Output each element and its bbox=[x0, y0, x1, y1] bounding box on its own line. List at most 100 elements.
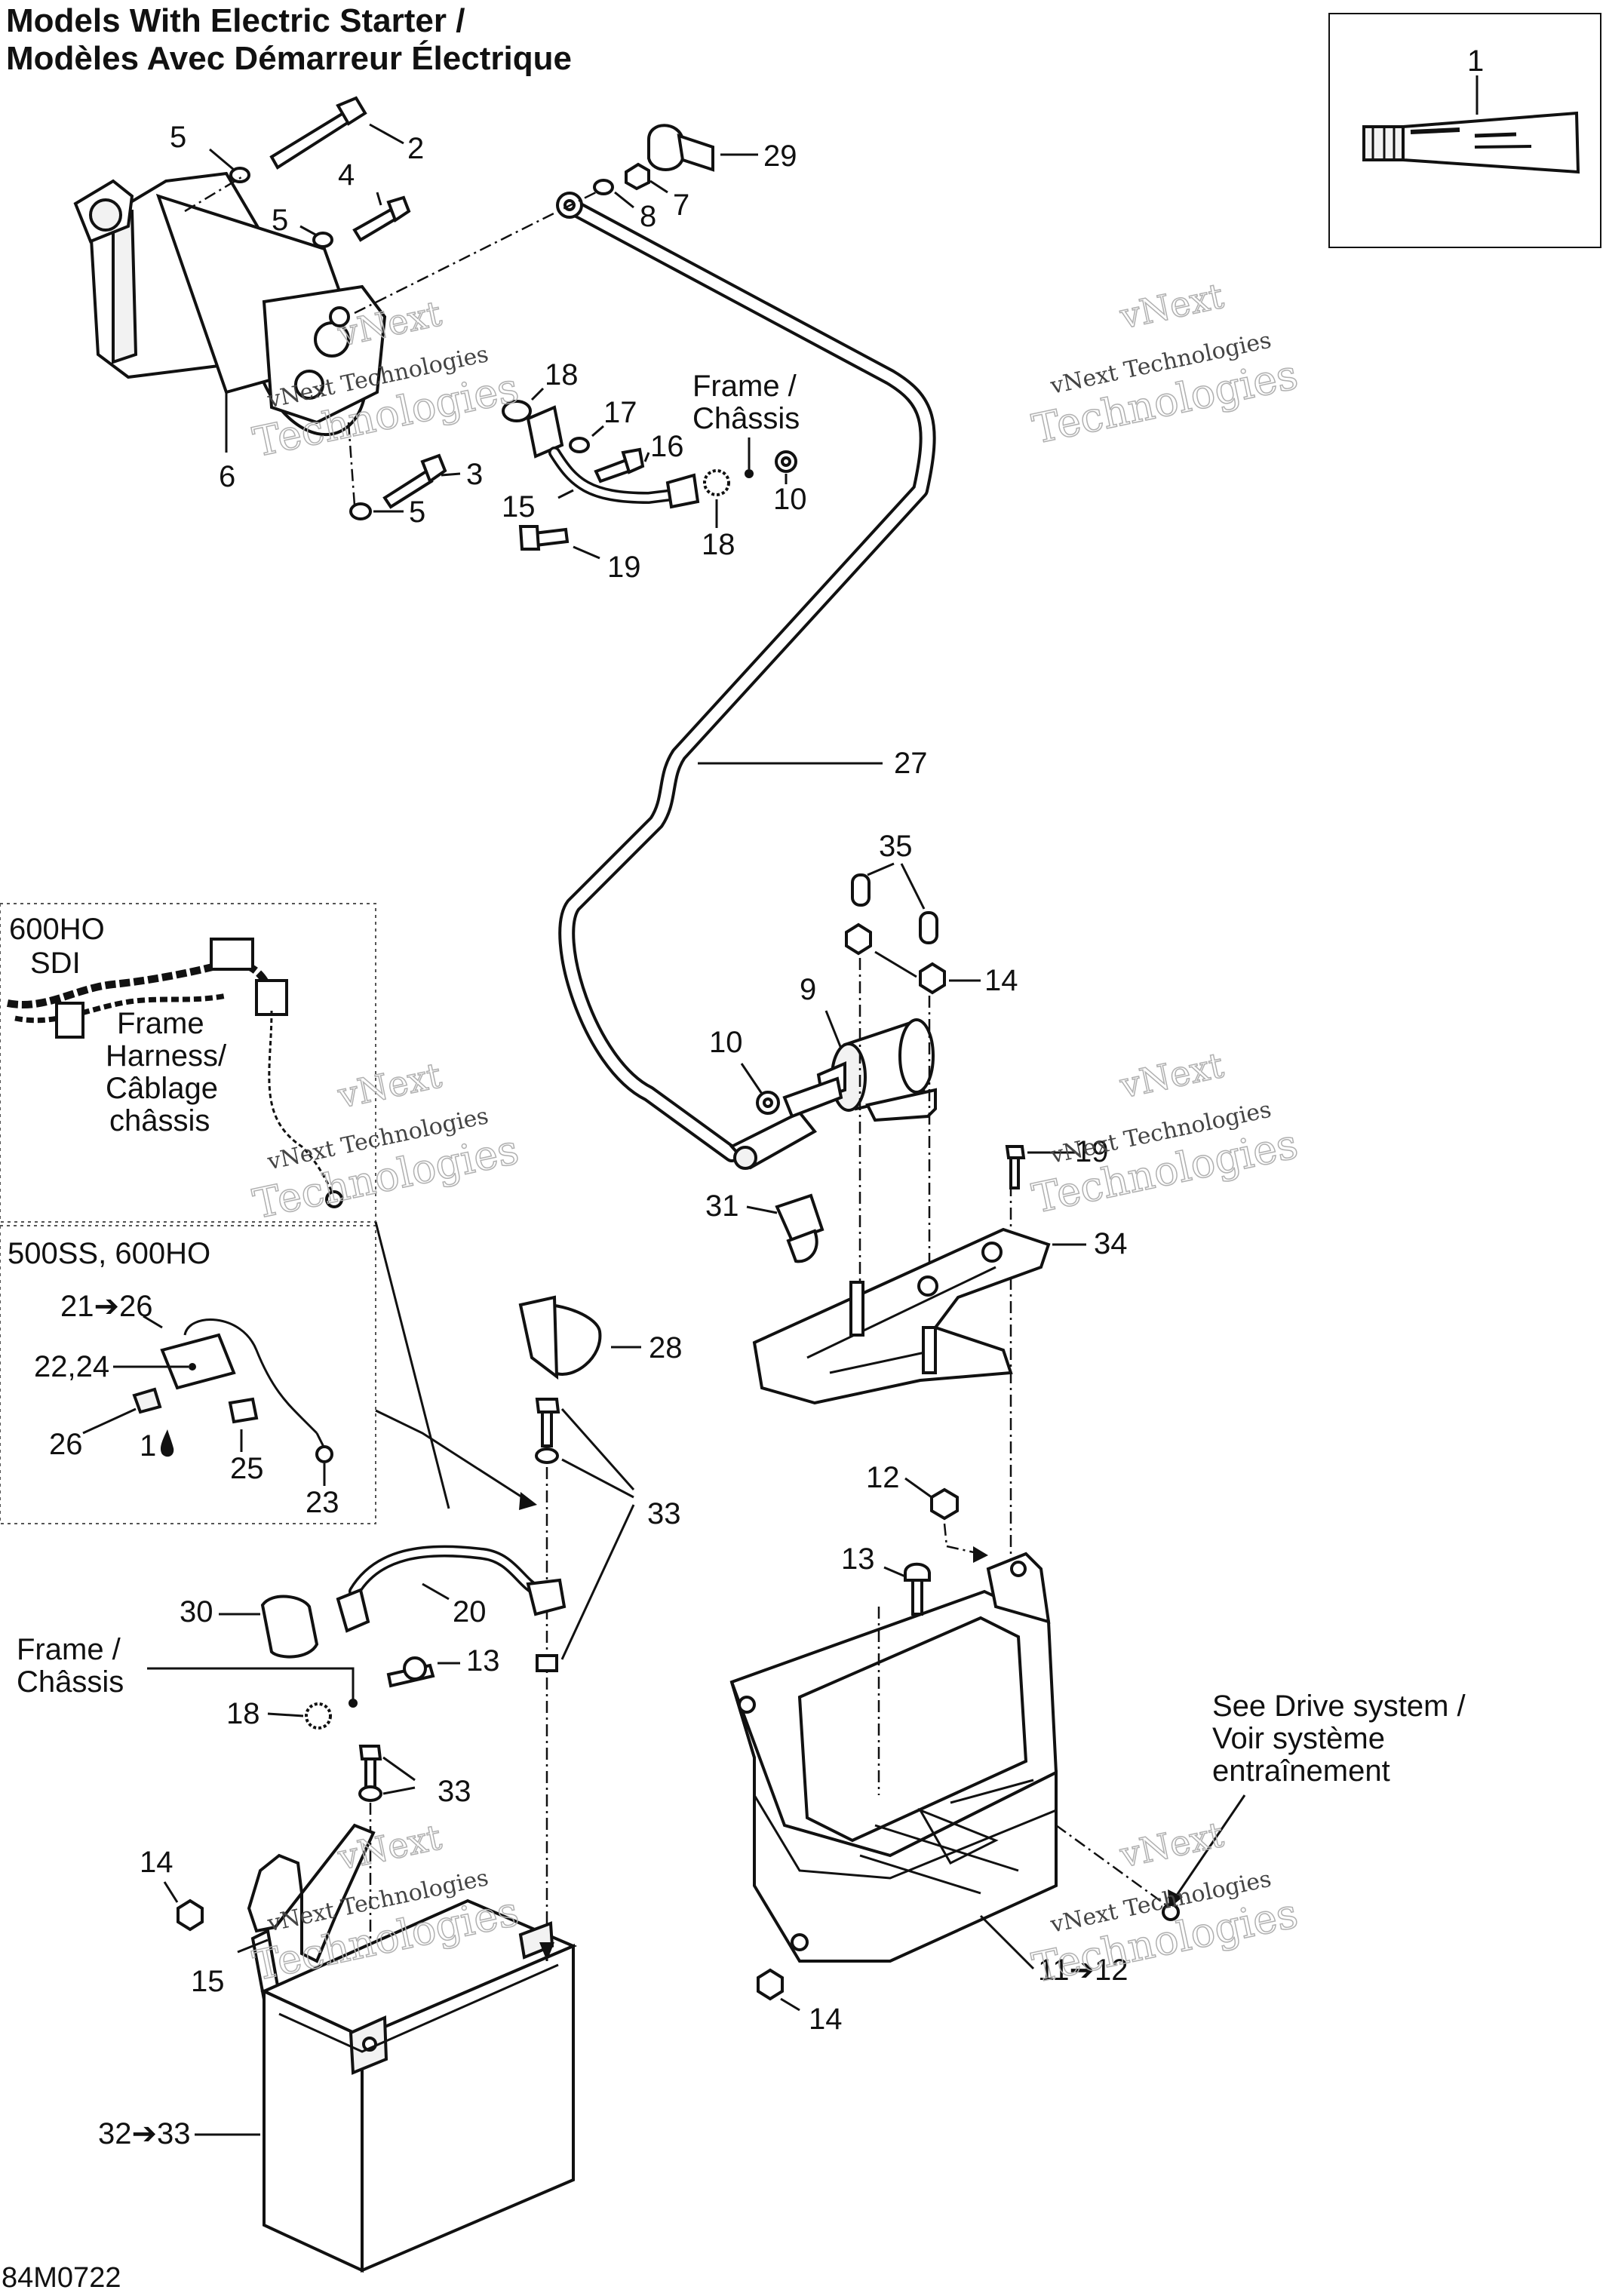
nut-7 bbox=[625, 162, 650, 191]
callout-15-bottom: 15 bbox=[191, 1965, 225, 1998]
callout-11: 11➔12 bbox=[1038, 1954, 1128, 1987]
drop-icon bbox=[160, 1429, 174, 1457]
callout-10-mid: 10 bbox=[709, 1026, 743, 1059]
drawing-code: 84M0722 bbox=[2, 2262, 121, 2292]
svg-text:vNext: vNext bbox=[1116, 275, 1227, 337]
boot-28 bbox=[518, 1295, 602, 1380]
nut-12 bbox=[930, 1487, 959, 1521]
washer-33-lower bbox=[358, 1785, 382, 1802]
callout-33-lower: 33 bbox=[438, 1775, 471, 1808]
watermark-3: vNext vNext Technologies Technologies bbox=[248, 1054, 523, 1229]
fuse-26 bbox=[132, 1387, 162, 1414]
bolt-33-lower bbox=[358, 1745, 382, 1791]
bracket-34 bbox=[752, 1227, 1051, 1405]
harness-note-line3: Câblage bbox=[106, 1072, 218, 1105]
callout-5-bottom: 5 bbox=[409, 496, 425, 529]
star-washer-18-mid bbox=[703, 469, 730, 496]
fuse-25 bbox=[228, 1397, 259, 1424]
callout-20: 20 bbox=[453, 1595, 487, 1628]
callout-29: 29 bbox=[763, 140, 797, 173]
callout-9: 9 bbox=[800, 973, 816, 1006]
bolt-33-upper bbox=[535, 1398, 560, 1447]
callout-15-top: 15 bbox=[502, 490, 536, 523]
bolt-16 bbox=[594, 447, 645, 483]
harness-note-line4: châssis bbox=[109, 1104, 210, 1137]
callout-14-right: 14 bbox=[809, 2003, 843, 2036]
cable-lug-15 bbox=[526, 405, 564, 459]
inset-600-line1: 600HO bbox=[9, 913, 105, 946]
callout-18-mid: 18 bbox=[702, 528, 735, 561]
svg-text:vNext: vNext bbox=[334, 1816, 446, 1878]
starter-motor bbox=[73, 171, 387, 437]
drive-note-line1: See Drive system / bbox=[1212, 1690, 1466, 1723]
callout-13-left: 13 bbox=[466, 1644, 500, 1677]
callout-19-mid: 19 bbox=[1075, 1135, 1109, 1168]
drive-mount-point bbox=[1162, 1903, 1180, 1921]
callout-35: 35 bbox=[879, 830, 913, 863]
callout-32: 32➔33 bbox=[98, 2117, 191, 2150]
boot-30 bbox=[260, 1595, 319, 1659]
drive-note-line3: entraînement bbox=[1212, 1754, 1390, 1788]
callout-27: 27 bbox=[894, 747, 928, 780]
callout-19-top: 19 bbox=[607, 551, 641, 584]
bolt-19-mid bbox=[1005, 1145, 1026, 1189]
nut-14-upper-right bbox=[919, 962, 946, 995]
boot-29 bbox=[647, 124, 714, 172]
callout-14-left: 14 bbox=[140, 1846, 173, 1879]
battery-box-11 bbox=[729, 1552, 1058, 1963]
bolt-19-top bbox=[518, 525, 570, 551]
callout-34: 34 bbox=[1094, 1227, 1128, 1260]
inset-600-line2: SDI bbox=[30, 947, 81, 980]
rod-27 bbox=[556, 192, 936, 1162]
callout-5-top: 5 bbox=[170, 121, 186, 154]
washer-33-upper bbox=[535, 1447, 559, 1464]
callout-25: 25 bbox=[230, 1452, 264, 1485]
boot-31 bbox=[775, 1193, 824, 1263]
svg-text:vNext: vNext bbox=[1116, 1814, 1227, 1876]
bolt-3 bbox=[382, 453, 447, 509]
callout-28: 28 bbox=[649, 1331, 683, 1364]
cap-35-right bbox=[919, 911, 938, 944]
callout-16: 16 bbox=[650, 430, 684, 463]
cable-20 bbox=[336, 1545, 567, 1633]
lock-washer-18-top bbox=[502, 400, 532, 422]
washer-5-bottom bbox=[349, 502, 372, 520]
washer-5-top bbox=[229, 167, 250, 183]
title-line-2: Modèles Avec Démarreur Électrique bbox=[6, 39, 572, 77]
callout-26: 26 bbox=[49, 1428, 83, 1461]
frame-note-bottom-line2: Châssis bbox=[17, 1665, 124, 1699]
harness-note-line1: Frame bbox=[117, 1007, 204, 1040]
watermark-2: vNext vNext Technologies Technologies bbox=[1027, 275, 1302, 453]
bolt-2 bbox=[269, 96, 367, 170]
harness-note-line2: Harness/ bbox=[106, 1039, 227, 1073]
callout-6: 6 bbox=[219, 460, 235, 493]
callout-1-drop: 1 bbox=[140, 1429, 156, 1463]
callout-17: 17 bbox=[603, 396, 637, 429]
callout-2: 2 bbox=[407, 132, 424, 165]
callout-23: 23 bbox=[306, 1486, 339, 1519]
callout-18-bottom: 18 bbox=[226, 1697, 260, 1730]
title-line-1: Models With Electric Starter / bbox=[6, 2, 465, 39]
callout-3: 3 bbox=[466, 458, 483, 491]
frame-note-bottom-line1: Frame / bbox=[17, 1633, 121, 1666]
frame-ground-point-bottom bbox=[349, 1699, 358, 1708]
callout-1: 1 bbox=[1467, 45, 1484, 78]
callout-7: 7 bbox=[673, 189, 689, 222]
callout-22-24: 22,24 bbox=[34, 1350, 109, 1383]
washer-5-mid bbox=[312, 232, 333, 248]
inset-500ss-600ho bbox=[0, 1225, 376, 1524]
frame-harness bbox=[7, 938, 343, 1208]
inset-500-title: 500SS, 600HO bbox=[8, 1237, 210, 1270]
callout-10-top: 10 bbox=[773, 483, 807, 516]
battery-32 bbox=[260, 1898, 578, 2273]
callout-8: 8 bbox=[640, 200, 656, 233]
bolt-4 bbox=[352, 195, 411, 242]
callout-33-upper: 33 bbox=[647, 1497, 681, 1530]
svg-text:vNext: vNext bbox=[334, 1054, 446, 1116]
lubricant-tube bbox=[1362, 111, 1580, 174]
star-washer-18-bottom bbox=[305, 1702, 332, 1730]
washer-17 bbox=[569, 437, 590, 453]
svg-text:vNext: vNext bbox=[1116, 1045, 1227, 1107]
